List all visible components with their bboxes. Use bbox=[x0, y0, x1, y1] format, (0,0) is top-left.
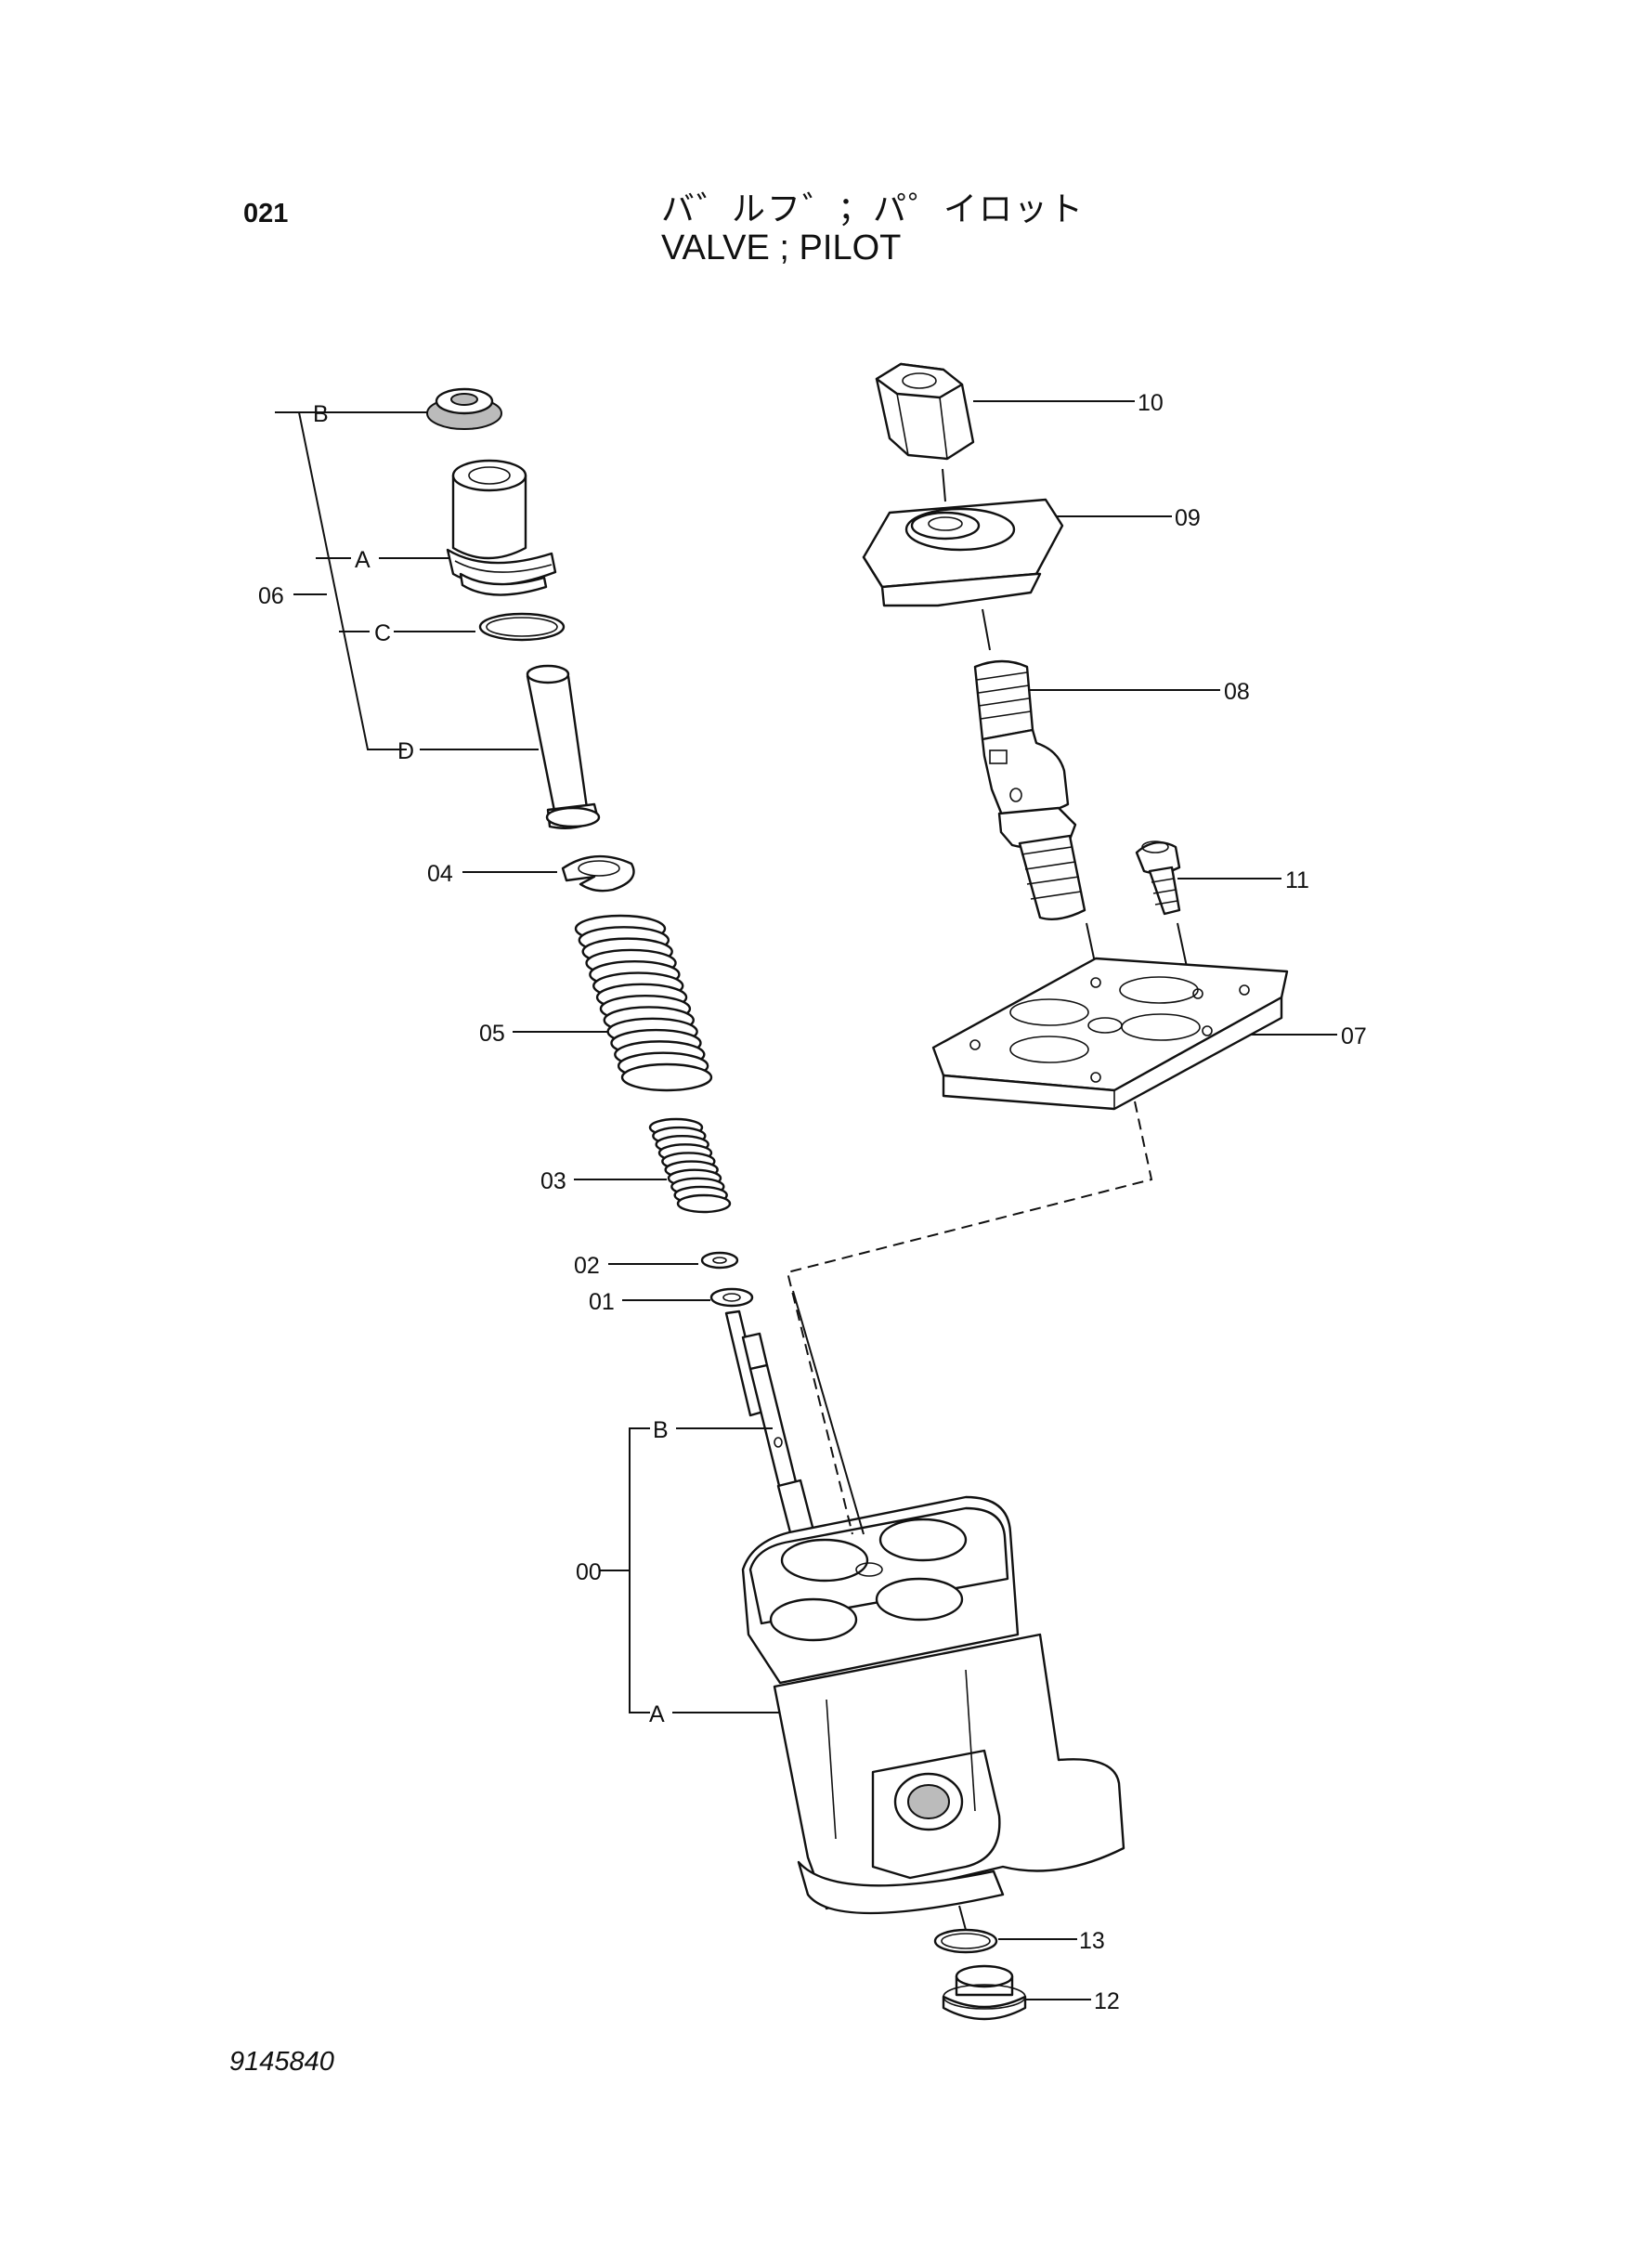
part-09-cover-plate bbox=[862, 498, 1064, 607]
callout-04: 04 bbox=[427, 861, 453, 887]
part-00-bracket bbox=[599, 1427, 787, 1713]
callout-02: 02 bbox=[574, 1253, 600, 1279]
callout-12: 12 bbox=[1094, 1988, 1120, 2014]
callout-00-b: B bbox=[653, 1417, 669, 1443]
callout-06-a: A bbox=[355, 547, 371, 573]
assembly-dashed-line bbox=[786, 1101, 1153, 1535]
part-07-gasket-plate bbox=[931, 957, 1289, 1111]
callout-13: 13 bbox=[1079, 1928, 1105, 1954]
part-06-bracket bbox=[275, 411, 539, 750]
callout-00-a: A bbox=[649, 1701, 665, 1727]
callout-06: 06 bbox=[258, 583, 284, 609]
part-06-d-pusher bbox=[526, 664, 601, 829]
callout-03: 03 bbox=[540, 1168, 566, 1194]
part-02-shim bbox=[700, 1251, 739, 1270]
part-01-washer bbox=[709, 1287, 754, 1308]
callout-08: 08 bbox=[1224, 679, 1250, 705]
part-06-c-oring bbox=[478, 612, 566, 642]
drawing-number: 9145840 bbox=[229, 2047, 334, 2077]
callout-06-b: B bbox=[313, 401, 329, 427]
part-00-b-spool bbox=[724, 1309, 815, 1538]
part-06-a-bushing bbox=[446, 459, 557, 596]
callout-05: 05 bbox=[479, 1021, 505, 1047]
part-11-screw bbox=[1135, 840, 1181, 916]
part-06-b-seal bbox=[426, 387, 502, 430]
callout-06-d: D bbox=[397, 738, 414, 764]
callout-06-c: C bbox=[374, 620, 391, 646]
callout-00: 00 bbox=[576, 1559, 602, 1585]
part-10-hex-nut bbox=[875, 362, 975, 461]
part-00-a-valve-body bbox=[741, 1495, 1125, 1915]
part-05-spring bbox=[574, 914, 713, 1092]
spring-coil bbox=[620, 1062, 713, 1092]
callout-01: 01 bbox=[589, 1289, 615, 1315]
callout-09: 09 bbox=[1175, 505, 1201, 531]
spring-coil bbox=[676, 1193, 732, 1214]
callout-07: 07 bbox=[1341, 1023, 1367, 1049]
title-japanese: バ゛ルフ゛；パ゜イロット bbox=[661, 189, 1086, 228]
part-04-washer bbox=[561, 854, 635, 892]
part-08-adjuster bbox=[973, 659, 1086, 920]
title-english: VALVE ; PILOT bbox=[661, 228, 902, 267]
page-number: 021 bbox=[243, 199, 289, 228]
callout-11: 11 bbox=[1285, 867, 1309, 893]
part-12-plug bbox=[942, 1964, 1027, 2021]
part-03-spring bbox=[648, 1117, 732, 1214]
callout-10: 10 bbox=[1138, 390, 1164, 416]
